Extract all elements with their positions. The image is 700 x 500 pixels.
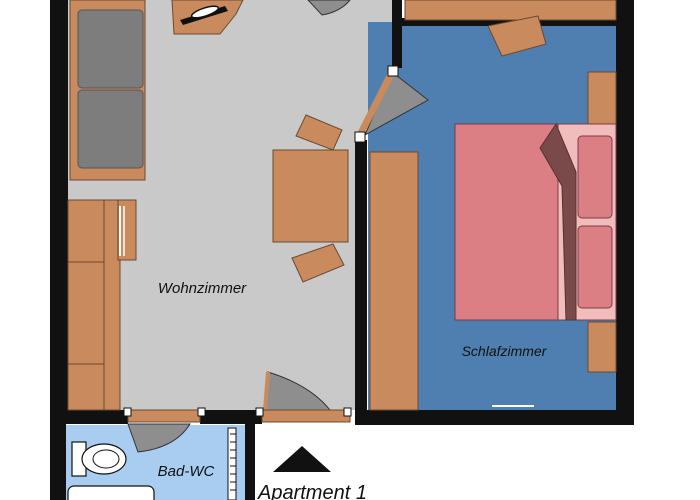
living-room-floor xyxy=(68,0,392,410)
room-label-bath: Bad-WC xyxy=(158,463,215,480)
living-room-threshold xyxy=(123,407,352,423)
wall-bottom-living xyxy=(66,410,128,424)
wall-living-bedroom-lower xyxy=(355,140,367,425)
door-swing-icon xyxy=(307,0,351,16)
door-leaf xyxy=(356,70,396,137)
bedroom-furniture xyxy=(369,0,617,411)
apartment-label: Apartment 1 xyxy=(257,482,367,500)
sofa-cushion-lower xyxy=(77,89,144,169)
bathroom-fixtures xyxy=(67,423,237,500)
entrance-arrow-icon xyxy=(273,446,331,472)
wardrobe xyxy=(369,151,419,411)
pillow-upper xyxy=(577,135,613,219)
room-label-bedroom: Schlafzimmer xyxy=(462,343,548,359)
wardrobe-top xyxy=(404,0,617,21)
bedroom-chair xyxy=(487,15,547,57)
nightstand-upper xyxy=(587,71,617,125)
wall-bottom-bedroom xyxy=(355,410,634,425)
wall-bath-right xyxy=(245,410,255,500)
wall-living-bedroom-upper xyxy=(392,0,402,68)
dining-table xyxy=(272,149,349,243)
pillow-lower xyxy=(577,225,613,309)
walls xyxy=(50,0,634,500)
bath-door xyxy=(227,427,237,500)
outer-wall-right xyxy=(616,0,634,425)
outer-wall-left-bath xyxy=(50,420,66,500)
outer-wall-left xyxy=(50,0,68,420)
dining-chair-bottom xyxy=(291,243,345,283)
door-swing-icon xyxy=(127,423,191,453)
dining-chair-top xyxy=(295,114,343,151)
wall-cabinet xyxy=(67,199,105,411)
room-label-living: Wohnzimmer xyxy=(158,280,247,297)
nightstand-lower xyxy=(587,321,617,373)
bedroom-door xyxy=(354,65,429,143)
shelf-niche xyxy=(117,199,137,261)
bed-cover-fold xyxy=(539,122,577,321)
sofa-cushion-upper xyxy=(77,9,144,89)
shelf-unit xyxy=(103,199,121,411)
toilet-icon xyxy=(71,441,127,477)
bathtub-icon xyxy=(67,485,155,500)
living-room-furniture xyxy=(67,0,351,411)
tv-icon xyxy=(180,5,228,25)
